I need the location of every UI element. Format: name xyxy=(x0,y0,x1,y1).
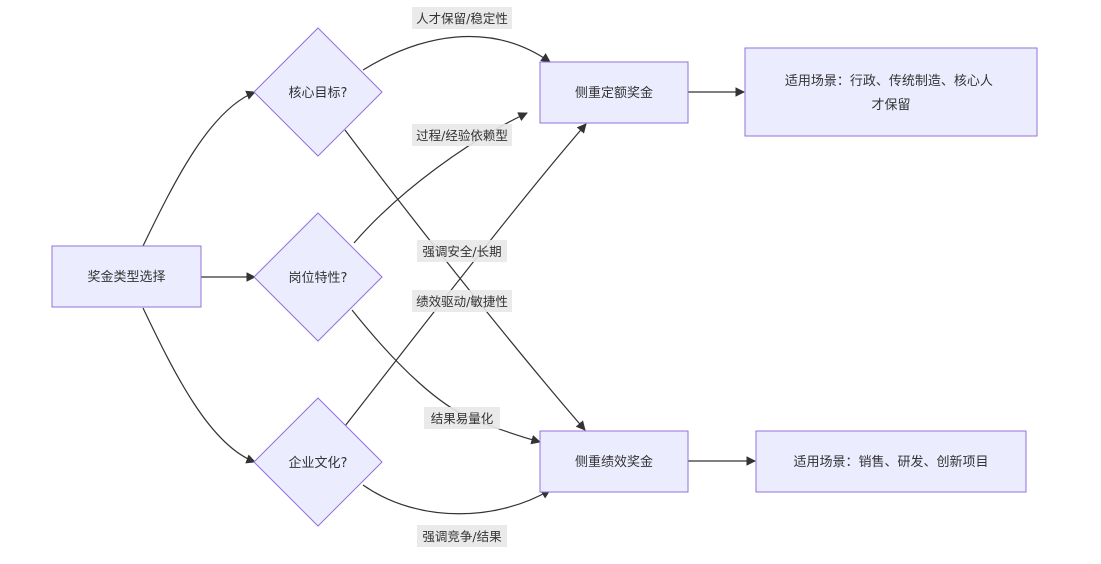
node-start[interactable]: 奖金类型选择 xyxy=(51,245,202,308)
edge-culture-to-fixed xyxy=(344,123,587,427)
edge-label-goal-to-perf-text: 绩效驱动/敏捷性 xyxy=(416,294,508,309)
node-q-culture-label: 企业文化? xyxy=(289,455,348,471)
node-perf-bonus[interactable]: 侧重绩效奖金 xyxy=(539,430,689,493)
edge-culture-to-perf xyxy=(362,484,551,515)
edge-label-position-to-perf-text: 结果易量化 xyxy=(431,411,494,426)
node-q-goal[interactable]: 核心目标? xyxy=(253,27,383,157)
edge-label-goal-to-fixed-text: 人才保留/稳定性 xyxy=(416,11,508,26)
edge-start-to-culture xyxy=(142,307,256,464)
node-q-position-label: 岗位特性? xyxy=(289,271,348,286)
node-q-culture[interactable]: 企业文化? xyxy=(253,397,383,527)
edge-label-position-to-fixed: 过程/经验依赖型 xyxy=(412,124,512,146)
node-q-position[interactable]: 岗位特性? xyxy=(253,212,383,342)
edge-label-culture-to-fixed-text: 强调安全/长期 xyxy=(422,244,501,259)
node-fixed-bonus[interactable]: 侧重定额奖金 xyxy=(539,61,689,124)
node-start-label: 奖金类型选择 xyxy=(87,269,165,285)
node-fixed-bonus-label: 侧重定额奖金 xyxy=(575,85,653,101)
edge-labels: 人才保留/稳定性 过程/经验依赖型 强调安全/长期 绩效驱动/敏捷性 结果易量化… xyxy=(412,7,512,547)
edge-label-position-to-fixed-text: 过程/经验依赖型 xyxy=(416,128,508,143)
nodes: 奖金类型选择 核心目标? 岗位特性? 企业文化? 侧重定额奖金 侧重绩效奖金 xyxy=(51,27,1038,527)
node-perf-scene-label: 适用场景：销售、研发、创新项目 xyxy=(793,454,988,470)
edge-label-culture-to-perf-text: 强调竞争/结果 xyxy=(422,529,502,544)
edge-goal-to-fixed xyxy=(362,35,551,71)
edge-label-goal-to-fixed: 人才保留/稳定性 xyxy=(412,7,512,29)
edge-start-to-goal xyxy=(142,90,256,247)
edge-goal-to-perf xyxy=(344,129,586,431)
edge-label-position-to-perf: 结果易量化 xyxy=(424,407,500,429)
node-fixed-scene[interactable]: 适用场景：行政、传统制造、核心人 才保留 xyxy=(744,47,1038,137)
node-q-goal-label: 核心目标? xyxy=(289,86,348,101)
node-perf-scene[interactable]: 适用场景：销售、研发、创新项目 xyxy=(755,430,1027,493)
node-perf-bonus-label: 侧重绩效奖金 xyxy=(575,454,653,470)
node-fixed-scene-label: 适用场景：行政、传统制造、核心人 才保留 xyxy=(785,74,997,113)
edge-label-culture-to-perf: 强调竞争/结果 xyxy=(417,525,507,547)
edge-label-goal-to-perf: 绩效驱动/敏捷性 xyxy=(412,290,512,312)
edge-label-culture-to-fixed: 强调安全/长期 xyxy=(417,240,507,262)
edge-position-to-fixed xyxy=(353,112,528,244)
